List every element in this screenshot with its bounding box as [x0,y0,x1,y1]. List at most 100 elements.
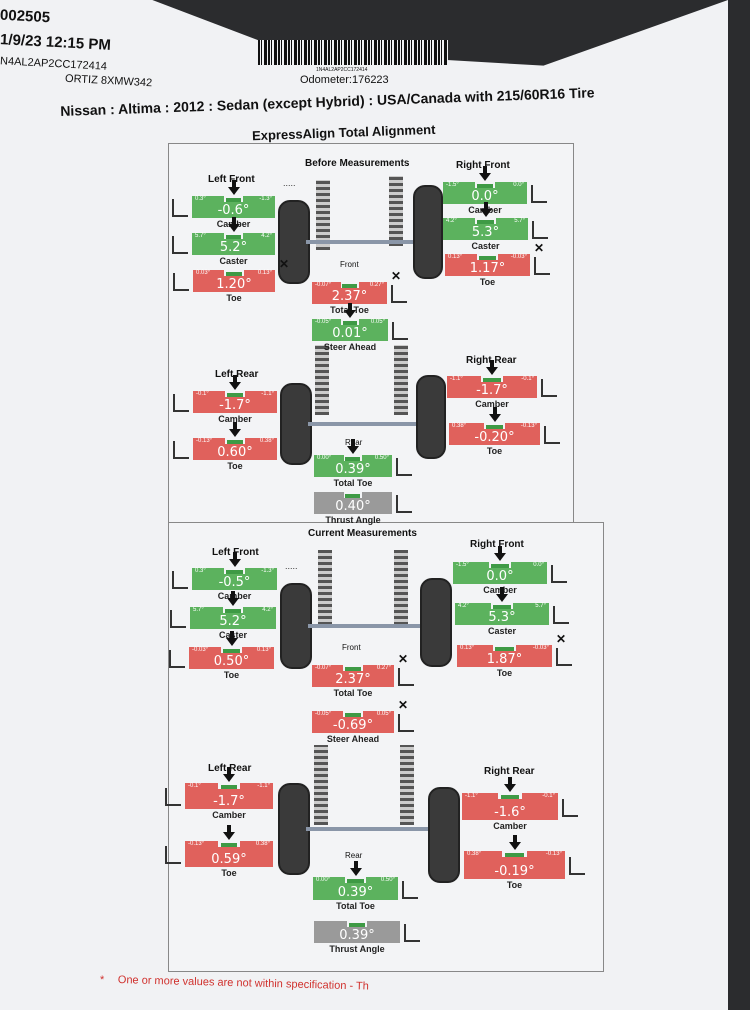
gauge-value: 0.01° [332,326,368,341]
toe-icon [404,924,420,942]
current-lr-camber-gauge: -0.1°-1.1°-1.7°Camber [165,767,273,820]
arrow-down-icon [229,422,241,437]
tire-icon [420,578,452,667]
spec-window [224,438,246,444]
arrow-down-icon [494,546,506,561]
gauge-max: 0.05° [370,319,385,325]
arrow-down-icon [496,587,508,602]
gauge-label: Caster [471,241,500,251]
gauge-bar [312,711,394,733]
toe-icon [398,714,414,732]
spec-window [477,254,498,260]
arrow-down-icon [508,835,521,850]
gauge-max: -0.13° [545,851,562,857]
camber-icon [173,394,189,412]
gauge-min: 4.2° [446,218,457,224]
gauge-min: 0.03° [196,270,211,276]
before-rear-total-toe-gauge: 0.00°0.50°0.39°Total Toe [314,439,412,488]
gauge-value: 2.37° [331,289,368,304]
gauge-min: -0.13° [188,841,205,847]
gauge-min: -0.03° [192,647,209,653]
gauge-max: -0.03° [510,254,527,260]
spec-window [340,319,360,325]
gauge-max: 0.13° [256,647,271,653]
current-steer-ahead-gauge: -0.05°0.05°-0.69°Steer Ahead✕ [312,699,414,744]
spec-window [224,391,246,397]
gauge-label: Total Toe [333,478,373,488]
gauge-label: Toe [227,461,243,471]
gauge-min: 4.2° [458,603,469,609]
spec-window [221,647,242,653]
before-thrust-angle-gauge: 0.40°Thrust Angle [314,492,412,525]
gauge-value: 5.3° [488,610,516,625]
toe-icon [165,846,181,864]
tire-icon [416,375,446,459]
toe-icon [169,650,185,668]
gauge-min: 5.7° [193,607,204,613]
spec-window [218,783,240,789]
current-rf-heading: Right Front [470,539,524,550]
gauge-min: 0.38° [467,851,482,857]
spec-window [222,607,244,613]
gauge-label: Toe [221,868,237,878]
gauge-bar [443,182,527,204]
out-of-spec-x-icon: ✕ [397,698,408,712]
arrow-down-icon [504,777,516,792]
gauge-label: Caster [487,626,517,636]
current-rr-toe-gauge: 0.38°-0.13°-0.19°Toe [464,835,585,890]
toe-icon [398,668,414,686]
spec-window [490,603,514,609]
gauge-label: Toe [496,668,513,678]
strut-icon [318,550,332,625]
toe-icon [173,441,189,459]
footer-bullet: * [100,974,105,986]
before-lr-heading: Left Rear [215,369,259,380]
spec-window [474,182,496,188]
before-lr-camber-gauge: -0.1°-1.1°-1.7°Camber [173,375,277,424]
gauge-max: 4.2° [262,607,273,613]
gauge-max: -1.1° [261,391,274,397]
current-rf-caster-gauge: 4.2°5.7°5.3°Caster [455,587,569,636]
gauge-max: 4.2° [261,233,272,239]
gauge-value: -1.7° [476,383,508,398]
current-rear-total-toe-gauge: 0.00°0.50°0.39°Total Toe [313,861,418,911]
camber-icon [172,571,188,589]
gauge-value: 0.59° [211,852,247,867]
gauge-label: Thrust Angle [329,944,385,954]
current-lf-toe-gauge: -0.03°0.13°0.50°Toe [169,631,274,680]
current-front-total-toe-gauge: -0.07°0.27°2.37°Total Toe✕ [312,653,414,698]
before-rf-heading: Right Front [456,160,510,171]
spec-window [483,423,506,429]
dots: ..... [283,178,296,188]
spec-window [345,877,366,883]
toe-icon [173,273,189,291]
gauge-max: 0.38° [255,841,270,847]
gauge-value: 5.2° [219,614,247,629]
gauge-value: 5.3° [471,225,500,240]
gauge-bar [314,921,400,943]
camber-icon [531,185,547,203]
toe-icon [396,458,412,476]
arrow-down-icon [344,303,356,318]
before-rr-toe-gauge: 0.38°-0.13°-0.20°Toe [449,407,560,456]
camber-icon [562,798,578,817]
gauge-value: 1.87° [486,652,523,667]
camber-icon [541,379,557,397]
gauge-max: -1.3° [259,196,272,202]
spec-window [481,376,503,382]
arrow-down-icon [479,166,491,181]
gauge-max: 5.7° [514,218,525,224]
arrow-down-icon [349,861,362,876]
current-lf-caster-gauge: 5.7°4.2°5.2°Caster [170,591,276,640]
gauge-max: 0.38° [259,438,274,444]
gauge-min: 0.13° [448,254,463,260]
gauge-min: -1.5° [446,182,459,188]
before-lf-toe-gauge: 0.03°0.13°1.20°Toe✕ [173,258,289,303]
strut-icon [314,745,328,825]
gauge-max: 0.50° [380,877,395,883]
gauge-bar [314,455,392,477]
spec-window [224,270,244,276]
gauge-min: 0.00° [317,455,332,461]
out-of-spec-x-icon: ✕ [533,241,544,255]
gauge-label: Toe [226,293,242,303]
